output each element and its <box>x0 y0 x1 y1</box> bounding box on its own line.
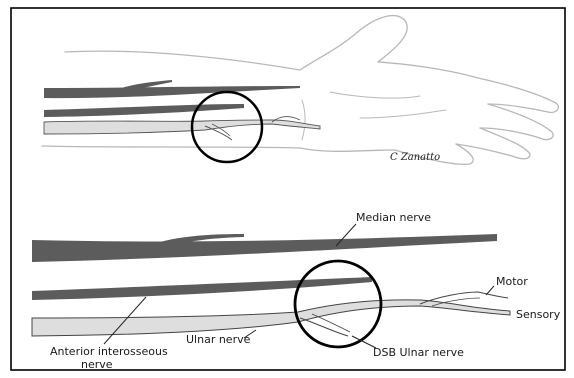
ulnar-nerve-label: Ulnar nerve <box>186 333 251 346</box>
anterior-interosseous-label-line2: nerve <box>81 358 113 371</box>
anterior-interosseous-label-line1: Anterior interosseous <box>50 345 168 358</box>
sensory-label: Sensory <box>516 308 561 321</box>
artist-signature: C Zanatto <box>390 152 440 163</box>
dsb-ulnar-nerve-label: DSB Ulnar nerve <box>373 346 464 359</box>
median-nerve-label: Median nerve <box>356 211 431 224</box>
motor-label: Motor <box>496 275 528 288</box>
